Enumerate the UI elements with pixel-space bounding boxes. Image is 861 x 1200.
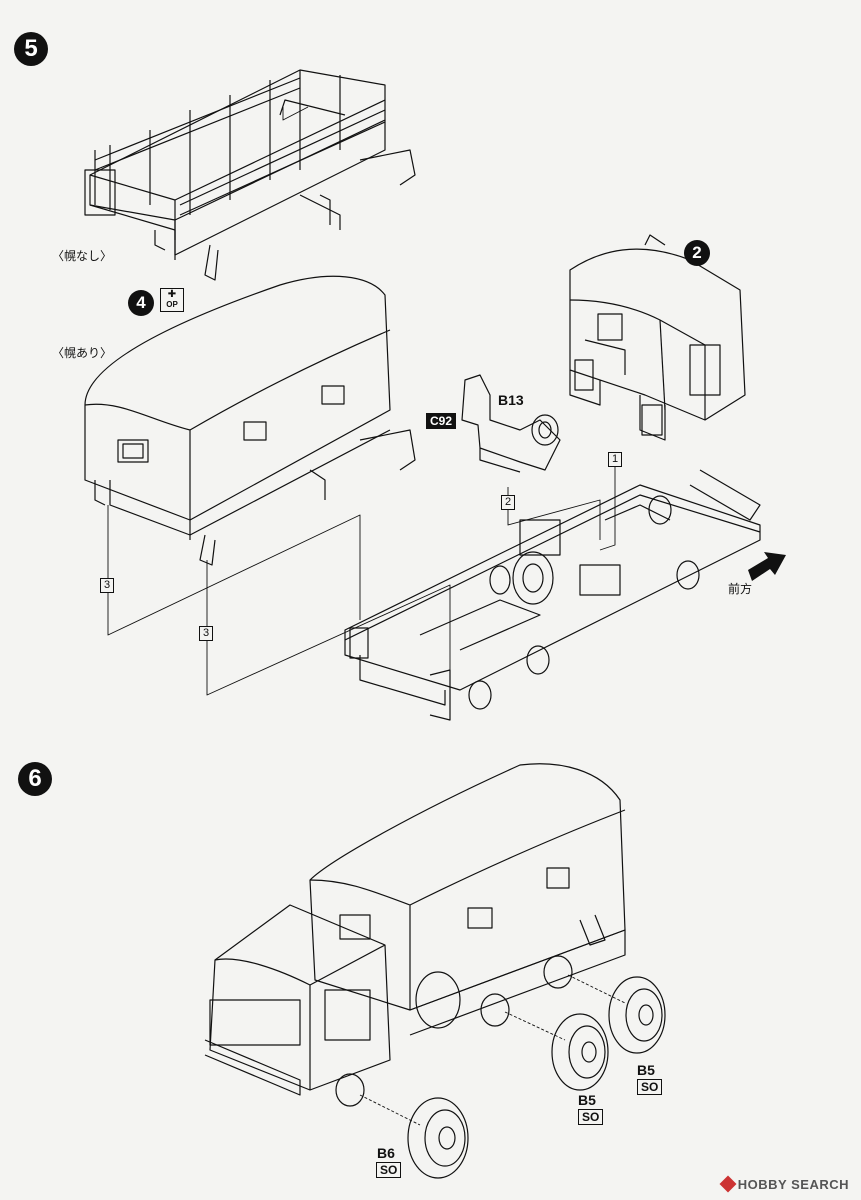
wheel-b5-rear [608, 976, 666, 1054]
part-b5-rear-label: B5 [637, 1062, 655, 1078]
part-b13-label: B13 [498, 392, 524, 408]
callout-3-mid: 3 [199, 626, 213, 641]
option-part-icon: ✚ OP [160, 288, 184, 312]
wheel-b5-front [551, 1013, 609, 1091]
ref-4-badge: 4 [128, 290, 154, 316]
so-badge-rear: SO [637, 1079, 663, 1095]
with-cover-label: 〈幌あり〉 [52, 346, 113, 360]
part-b13-bracket [461, 374, 561, 473]
puzzle-icon: ✚ [167, 289, 177, 300]
wheel-b6 [407, 1097, 469, 1179]
callout-1: 1 [608, 452, 622, 467]
chassis-frame [344, 469, 761, 721]
op-label: OP [166, 300, 178, 309]
assembled-truck [204, 763, 626, 1107]
without-cover-label: 〈幌なし〉 [52, 249, 113, 263]
so-badge-front: SO [578, 1109, 604, 1125]
part-b5-front-label: B5 [578, 1092, 596, 1108]
step-5-badge: 5 [14, 32, 48, 66]
watermark-text: HOBBY SEARCH [737, 1177, 849, 1192]
hobby-search-logo-icon [719, 1175, 737, 1193]
step-6-badge: 6 [18, 762, 52, 796]
part-c92-label: C92 [426, 413, 457, 429]
arrow-right-icon [748, 552, 786, 581]
hobby-search-watermark: HOBBY SEARCH [719, 1175, 849, 1193]
front-direction-label: 前方 [728, 582, 753, 596]
part-b6-label: B6 [377, 1145, 395, 1161]
cab-assembly [569, 234, 746, 441]
step6-leader-lines [359, 974, 626, 1126]
ref-2-badge: 2 [684, 240, 710, 266]
so-badge-b6: SO [376, 1162, 402, 1178]
cargo-bed-open [84, 69, 416, 281]
cargo-bed-covered [84, 275, 416, 566]
callout-3-left: 3 [100, 578, 114, 593]
callout-2: 2 [501, 495, 515, 510]
